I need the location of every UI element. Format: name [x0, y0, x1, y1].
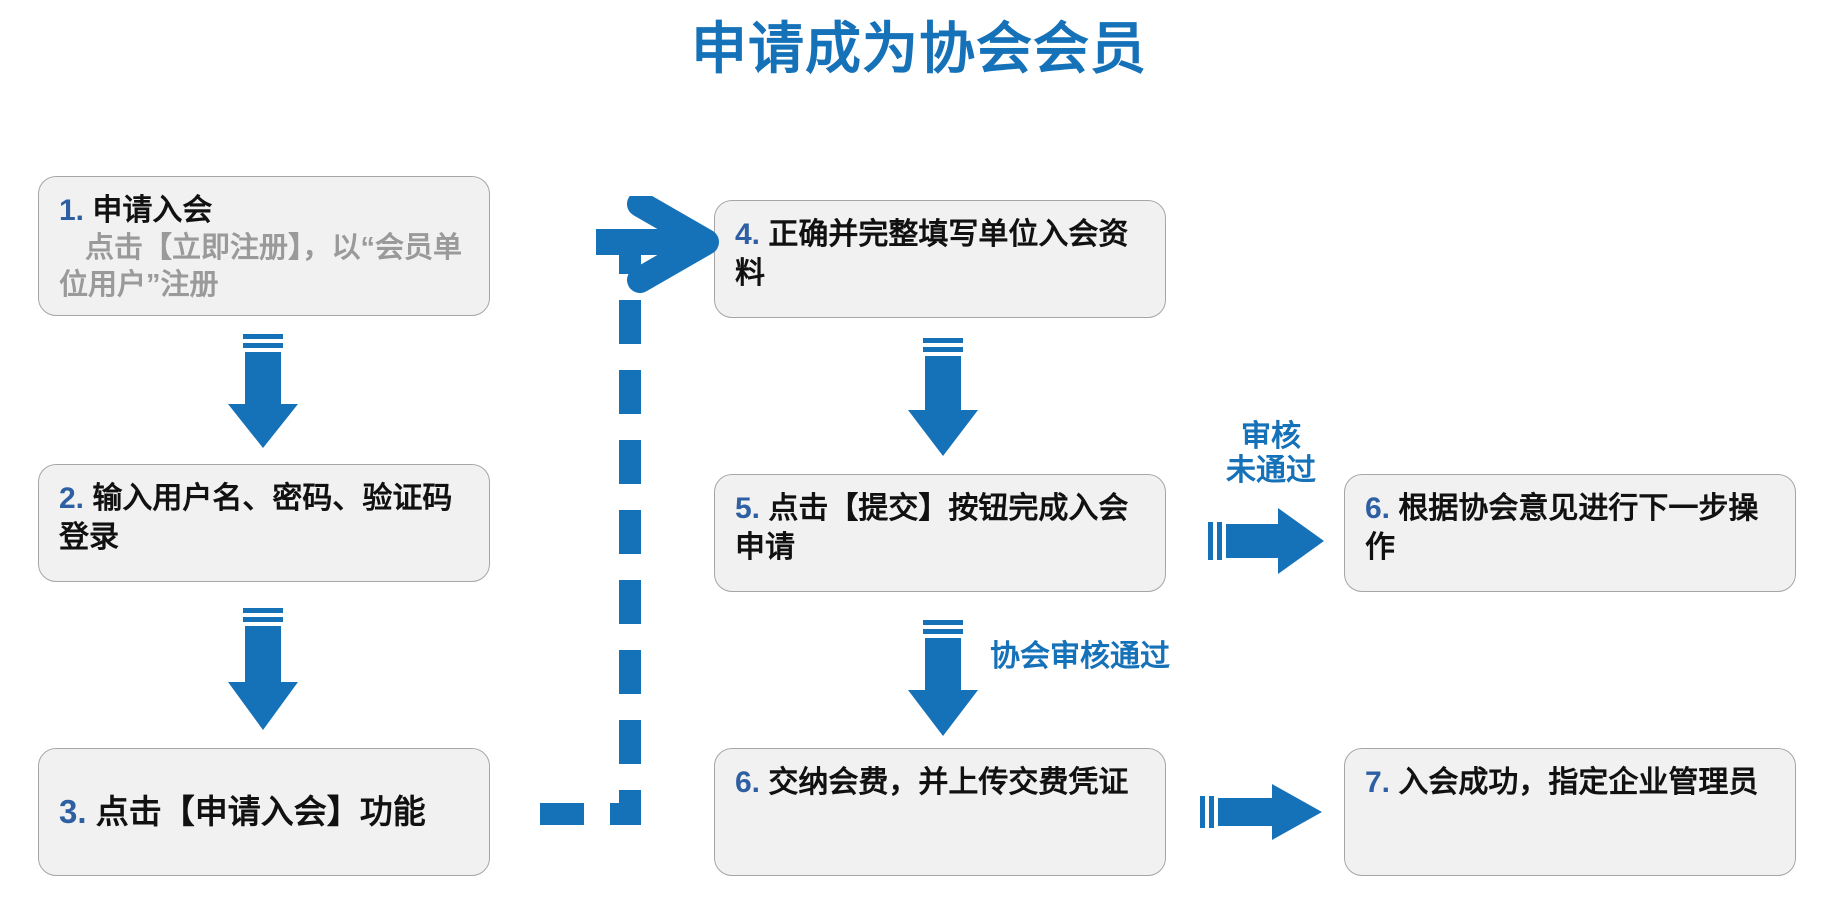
step3-text: 点击【申请入会】功能: [95, 792, 426, 830]
step4-number: 4.: [735, 218, 761, 251]
step7-text: 入会成功，指定企业管理员: [1398, 766, 1759, 799]
step5-text: 点击【提交】按钮完成入会申请: [735, 492, 1129, 564]
flow-node-step1[interactable]: 1. 申请入会 点击【立即注册】，以“会员单位用户”注册: [38, 176, 490, 316]
flow-node-step5[interactable]: 5. 点击【提交】按钮完成入会申请: [714, 474, 1166, 592]
arrow-right-icon-step6pay-step7: [1200, 784, 1322, 840]
flow-node-step3[interactable]: 3. 点击【申请入会】功能: [38, 748, 490, 876]
step2-content: 2. 输入用户名、密码、验证码登录: [59, 479, 471, 557]
step6-pay-number: 6.: [735, 766, 761, 799]
flow-node-step4[interactable]: 4. 正确并完整填写单位入会资料: [714, 200, 1166, 318]
step6-pay-text: 交纳会费，并上传交费凭证: [768, 766, 1129, 799]
arrow-down-icon-step1-step2: [228, 334, 298, 448]
step3-number: 3.: [59, 792, 87, 830]
step2-text: 输入用户名、密码、验证码登录: [59, 482, 453, 554]
arrow-down-icon-step5-step6pay: [908, 620, 978, 736]
edge-label-review-passed: 协会审核通过: [990, 640, 1170, 673]
step7-content: 7. 入会成功，指定企业管理员: [1365, 763, 1777, 802]
step6-reject-content: 6. 根据协会意见进行下一步操作: [1365, 489, 1777, 567]
flow-node-step6-reject[interactable]: 6. 根据协会意见进行下一步操作: [1344, 474, 1796, 592]
step5-content: 5. 点击【提交】按钮完成入会申请: [735, 489, 1147, 567]
step3-content: 3. 点击【申请入会】功能: [59, 791, 471, 834]
page-title: 申请成为协会会员: [691, 17, 1147, 80]
arrow-down-icon-step4-step5: [908, 338, 978, 456]
step1-number: 1.: [59, 194, 85, 227]
step1-subtext: 点击【立即注册】，以“会员单位用户”注册: [59, 232, 463, 302]
flow-node-step6-pay[interactable]: 6. 交纳会费，并上传交费凭证: [714, 748, 1166, 876]
step2-number: 2.: [59, 482, 85, 515]
step1-title: 申请入会: [92, 194, 213, 227]
step6-pay-content: 6. 交纳会费，并上传交费凭证: [735, 763, 1147, 802]
dashed-elbow-arrow-icon-step3-step4: [540, 196, 719, 825]
step4-content: 4. 正确并完整填写单位入会资料: [735, 215, 1147, 293]
step1-headline: 1. 申请入会: [59, 191, 471, 230]
arrow-right-icon-step5-step6reject: [1208, 508, 1324, 574]
flow-node-step7[interactable]: 7. 入会成功，指定企业管理员: [1344, 748, 1796, 876]
edge-label-review-rejected: 审核 未通过: [1226, 420, 1316, 487]
arrow-down-icon-step2-step3: [228, 608, 298, 730]
step5-number: 5.: [735, 492, 761, 525]
step6-reject-text: 根据协会意见进行下一步操作: [1365, 492, 1759, 564]
step7-number: 7.: [1365, 766, 1391, 799]
step6-reject-number: 6.: [1365, 492, 1391, 525]
flow-node-step2[interactable]: 2. 输入用户名、密码、验证码登录: [38, 464, 490, 582]
step4-text: 正确并完整填写单位入会资料: [735, 218, 1129, 290]
